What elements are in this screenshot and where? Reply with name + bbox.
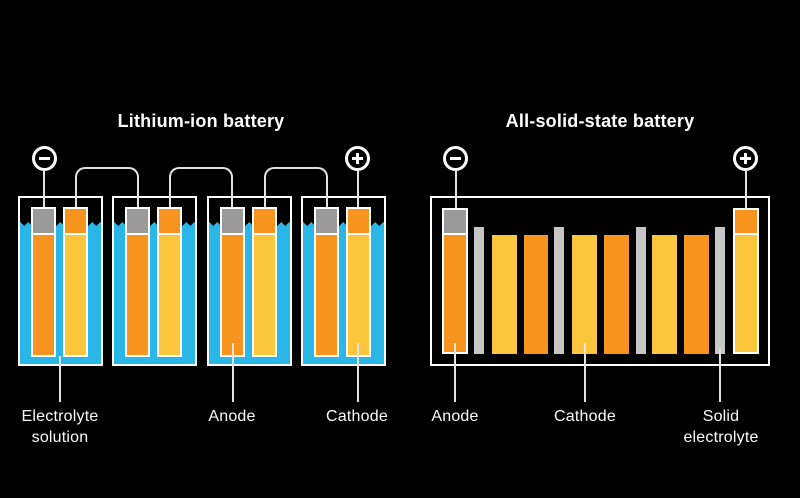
plus-glyph-v — [356, 153, 359, 164]
electrolyte-label-line2: solution — [31, 429, 89, 446]
electrolyte-leader-line — [59, 356, 61, 402]
battery-cell — [207, 196, 292, 366]
solid-cathode-electrode — [733, 208, 759, 354]
liion-plus-terminal-icon — [345, 146, 370, 171]
anode-electrode — [125, 207, 150, 357]
solid-minus-terminal-icon — [443, 146, 468, 171]
cathode-electrode — [157, 207, 182, 357]
anode-electrode — [220, 207, 245, 357]
cathode-layer — [652, 235, 677, 354]
cathode-collector-cap — [735, 210, 757, 235]
cathode-collector-cap — [348, 209, 369, 235]
battery-cell — [18, 196, 103, 366]
solid-anode-electrode — [442, 208, 468, 354]
plus-terminal-wire — [356, 170, 359, 207]
liion-minus-terminal-icon — [32, 146, 57, 171]
solid-state-title: All-solid-state battery — [505, 111, 695, 131]
minus-terminal-wire — [455, 170, 457, 208]
cathode-electrode — [346, 207, 371, 357]
cathode-electrode — [252, 207, 277, 357]
anode-collector-cap — [316, 209, 337, 235]
solid-electrolyte-layer — [554, 227, 564, 354]
anode-leader-line — [231, 343, 234, 402]
cathode-collector-cap — [254, 209, 275, 235]
plus-terminal-wire — [744, 170, 747, 209]
solid-electrolyte-leader-line — [719, 348, 721, 402]
cathode-collector-cap — [65, 209, 86, 235]
anode-electrode — [31, 207, 56, 357]
anode-layer — [604, 235, 629, 354]
solid-electrolyte-layer — [474, 227, 484, 354]
cathode-collector-cap — [159, 209, 180, 235]
anode-layer — [684, 235, 709, 354]
anode-collector-cap — [444, 210, 466, 235]
solid-electrolyte-label-line2: electrolyte — [683, 429, 759, 446]
cell-connector-wire — [168, 167, 233, 207]
solid-electrolyte-label: Solid electrolyte — [661, 406, 781, 448]
solid-state-case — [430, 196, 770, 366]
anode-layer — [524, 235, 548, 354]
cathode-leader-line — [356, 343, 359, 402]
cell-connector-wire — [74, 167, 139, 207]
minus-glyph — [39, 157, 50, 160]
liion-title: Lithium-ion battery — [117, 111, 285, 131]
battery-cell — [301, 196, 386, 366]
minus-terminal-wire — [43, 170, 45, 207]
cathode-leader-line — [584, 343, 586, 402]
solid-cathode-label: Cathode — [554, 408, 616, 425]
cathode-layer — [572, 235, 597, 354]
battery-cell — [112, 196, 197, 366]
solid-anode-label: Anode — [431, 408, 479, 425]
solid-electrolyte-layer — [715, 227, 725, 354]
liion-cathode-label: Cathode — [326, 408, 388, 425]
solid-electrolyte-label-line1: Solid — [702, 408, 740, 425]
electrolyte-solution-label: Electrolyte solution — [0, 406, 120, 448]
liion-anode-label: Anode — [208, 408, 256, 425]
cathode-electrode — [63, 207, 88, 357]
cell-connector-wire — [263, 167, 328, 207]
anode-collector-cap — [127, 209, 148, 235]
plus-glyph-v — [744, 153, 747, 164]
minus-glyph — [450, 157, 461, 160]
cathode-layer — [492, 235, 517, 354]
solid-electrolyte-layer — [636, 227, 646, 354]
electrolyte-label-line1: Electrolyte — [21, 408, 99, 425]
anode-collector-cap — [222, 209, 243, 235]
anode-leader-line — [454, 343, 456, 402]
solid-plus-terminal-icon — [733, 146, 758, 171]
anode-collector-cap — [33, 209, 54, 235]
anode-electrode — [314, 207, 339, 357]
